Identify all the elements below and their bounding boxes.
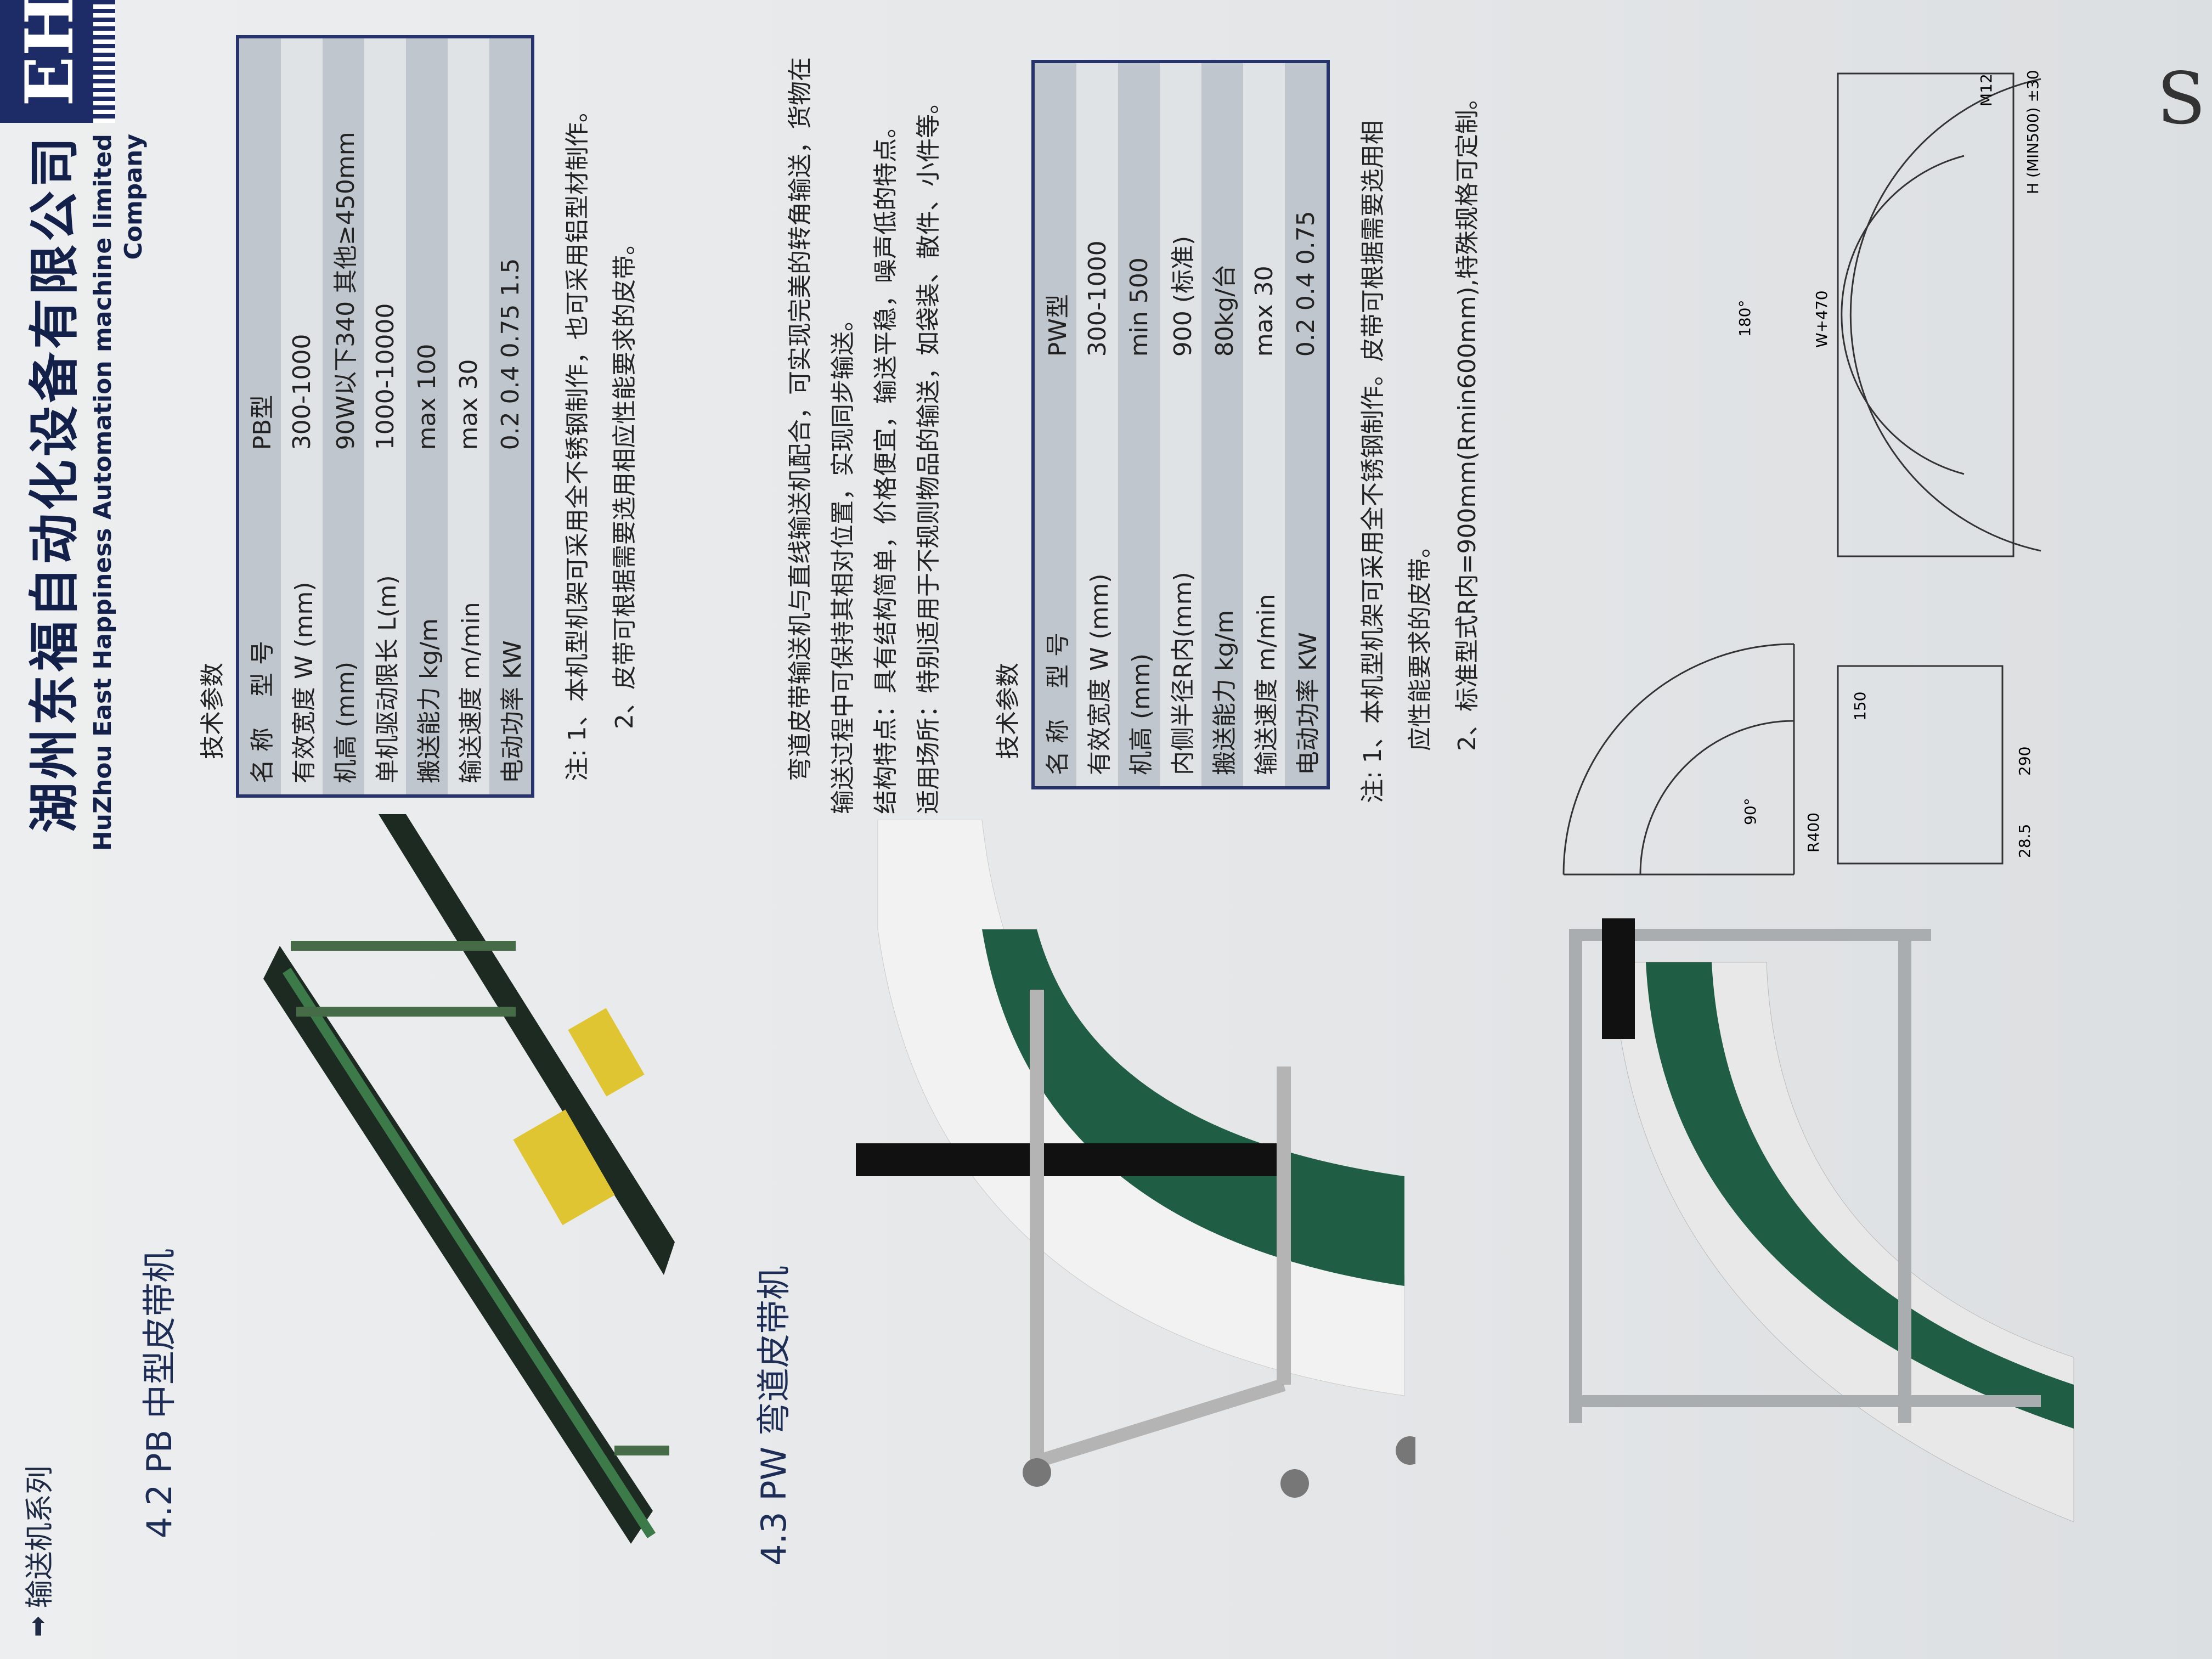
series-label: 输送机系列 xyxy=(24,1465,57,1609)
handwritten-mark: S xyxy=(2157,57,2206,140)
logo-letters: EH xyxy=(11,0,88,106)
pb-notes: 注: 1、本机型机架可采用全不锈钢制作，也可采用铝型材制作。 2、皮带可根据需要… xyxy=(554,98,648,781)
pw-spec-caption: 技术参数 xyxy=(994,663,1022,759)
intro-line: 适用场所：特别适用于不规则物品的输送，如袋装、散件、小件等。 xyxy=(915,90,943,814)
section-label: ➡ 输送机系列 xyxy=(16,1465,58,1637)
pw-green-belt xyxy=(982,929,1404,1286)
drawing-180-degree xyxy=(1837,72,2041,557)
pw-spec-table: 名 称 型 号 PW型 有效宽度 W (mm)300-1000 机高 (mm)m… xyxy=(1031,60,1330,789)
table-row: 有效宽度 W (mm)300-1000 xyxy=(281,37,323,796)
pw-notes: 注: 1、本机型机架可采用全不锈钢制作。皮带可根据需要选用相 应性能要求的皮带。… xyxy=(1350,86,1491,803)
angle-90-label: 90° xyxy=(1741,798,1759,825)
table-header-row: 名 称 型 号 PW型 xyxy=(1033,61,1076,788)
angle-180-label: 180° xyxy=(1736,300,1754,337)
height-label: H (MIN500) ±30 xyxy=(2024,70,2042,194)
table-row: 机高 (mm)min 500 xyxy=(1118,61,1160,788)
pb-spec-table: 名 称 型 号 PB型 有效宽度 W (mm)300-1000 机高 (mm)9… xyxy=(236,35,534,798)
table-row: 内侧半径R内(mm)900 (标准) xyxy=(1160,61,1201,788)
intro-line: 结构特点：具有结构简单，价格便宜，输送平稳，噪声低的特点。 xyxy=(872,114,900,814)
width-label: W+470 xyxy=(1813,290,1831,348)
model-name: PB型 xyxy=(238,37,281,516)
pb-motor-2 xyxy=(568,1008,645,1097)
company-brand: 湖州东福自动化设备有限公司 HuZhou East Happiness Auto… xyxy=(22,134,149,902)
pb-spec-caption: 技术参数 xyxy=(199,663,227,759)
radius-label: R400 xyxy=(1804,812,1822,853)
pw-curve-photo-1 xyxy=(856,820,1415,1498)
pb-section-title: 4.2 PB 中型皮带机 xyxy=(139,1249,179,1538)
table-row: 单机驱动限长 L(m)1000-10000 xyxy=(364,37,406,796)
m12-label: M12 xyxy=(1977,74,1995,106)
header-name: 名 称 型 号 xyxy=(1033,422,1076,788)
adjust-foot xyxy=(1396,1436,1415,1465)
note-line: 应性能要求的皮带。 xyxy=(1406,534,1434,751)
dim-150-label: 150 xyxy=(1851,692,1869,721)
note-line: 注: 1、本机型机架可采用全不锈钢制作。皮带可根据需要选用相 xyxy=(1359,120,1387,803)
table-row: 机高 (mm)90W以下340 其他≥450mm xyxy=(323,37,364,796)
note-line: 2、标准型式R内=900mm(Rmin600mm),特殊规格可定制。 xyxy=(1453,86,1481,751)
pb-belt-2 xyxy=(379,814,675,1275)
company-logo: EH xyxy=(0,0,115,123)
intro-line: 输送过程中可保持其相对位置，实现同步输送。 xyxy=(829,307,857,814)
intro-line: 弯道皮带输送机与直线输送机配合，可实现完美的转角输送，货物在 xyxy=(786,57,814,781)
pw-intro: 弯道皮带输送机与直线输送机配合，可实现完美的转角输送，货物在 输送过程中可保持其… xyxy=(779,57,950,814)
logo-stripes xyxy=(93,0,115,123)
company-name-en: HuZhou East Happiness Automation machine… xyxy=(89,134,148,851)
adjust-foot xyxy=(1280,1469,1309,1498)
pw-section-title: 4.3 PW 弯道皮带机 xyxy=(754,1266,794,1566)
technical-drawings: 90° R400 290 150 28.5 180° W+470 H (MIN5… xyxy=(1562,70,2042,876)
pw-curve-photo-2 xyxy=(1569,918,2074,1522)
note-line: 2、皮带可根据需要选用相应性能要求的皮带。 xyxy=(611,231,639,729)
table-header-row: 名 称 型 号 PB型 xyxy=(238,37,281,796)
adjust-foot xyxy=(1023,1458,1051,1487)
dim-28-label: 28.5 xyxy=(2016,824,2034,858)
header-model: 型 号 xyxy=(1044,633,1072,689)
pb-conveyor-photo xyxy=(263,814,675,1544)
header-model: 型 号 xyxy=(249,641,276,697)
dim-290-label: 290 xyxy=(2016,747,2034,776)
pb-motor-1 xyxy=(513,1109,615,1226)
header-name: 名 称 型 号 xyxy=(238,516,281,796)
table-row: 有效宽度 W (mm)300-1000 xyxy=(1076,61,1118,788)
drawing-90-degree xyxy=(1562,643,2004,876)
model-name: PW型 xyxy=(1033,61,1076,423)
company-name-cn: 湖州东福自动化设备有限公司 xyxy=(25,134,84,833)
note-line: 注: 1、本机型机架可采用全不锈钢制作，也可采用铝型材制作。 xyxy=(563,98,591,781)
arrow-icon: ➡ xyxy=(22,1616,52,1637)
